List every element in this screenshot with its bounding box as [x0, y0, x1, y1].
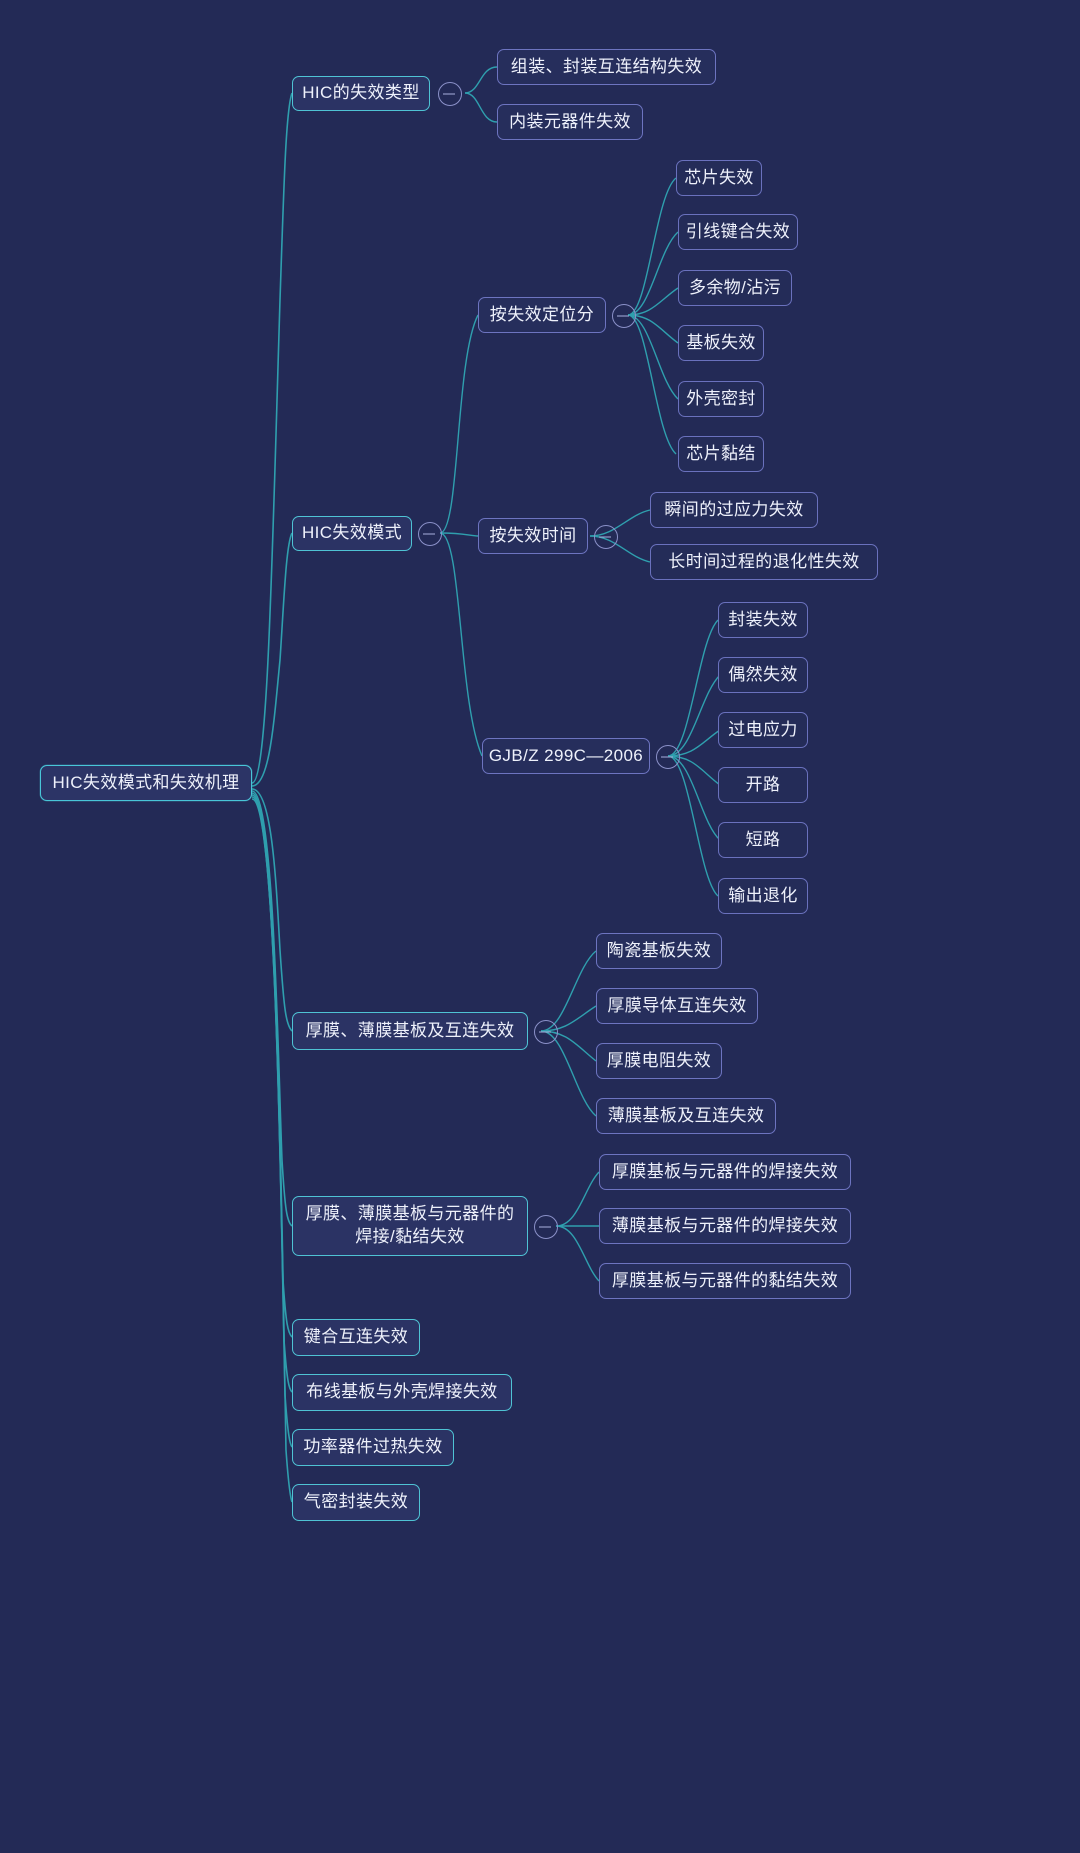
leaf-label: 短路 — [745, 829, 781, 849]
leaf-node[interactable]: 薄膜基板及互连失效 — [596, 1098, 776, 1134]
leaf-node[interactable]: 芯片失效 — [676, 160, 762, 196]
branch-node-hermetic-package-failure[interactable]: 气密封装失效 — [292, 1484, 420, 1521]
leaf-label: 芯片失效 — [684, 167, 754, 187]
leaf-node[interactable]: 基板失效 — [678, 325, 764, 361]
leaf-node[interactable]: 薄膜基板与元器件的焊接失效 — [599, 1208, 851, 1244]
subbranch-node-by-failure-time[interactable]: 按失效时间 — [478, 518, 588, 554]
leaf-label: 封装失效 — [728, 609, 798, 629]
leaf-node[interactable]: 厚膜导体互连失效 — [596, 988, 758, 1024]
leaf-label: 长时间过程的退化性失效 — [668, 551, 860, 571]
leaf-label: 组装、封装互连结构失效 — [510, 56, 703, 76]
branch-node-wiring-substrate-case-solder-failure[interactable]: 布线基板与外壳焊接失效 — [292, 1374, 512, 1411]
branch-label: 厚膜、薄膜基板与元器件的 焊接/黏结失效 — [305, 1204, 515, 1246]
leaf-node[interactable]: 瞬间的过应力失效 — [650, 492, 818, 528]
leaf-node[interactable]: 过电应力 — [718, 712, 808, 748]
leaf-label: 引线键合失效 — [685, 221, 791, 241]
leaf-node[interactable]: 偶然失效 — [718, 657, 808, 693]
branch-label: 布线基板与外壳焊接失效 — [306, 1382, 498, 1402]
leaf-label: 厚膜导体互连失效 — [607, 995, 747, 1015]
root-node[interactable]: HIC失效模式和失效机理 — [40, 765, 252, 801]
branch-node-power-device-overheat-failure[interactable]: 功率器件过热失效 — [292, 1429, 454, 1466]
branch-label: 功率器件过热失效 — [303, 1437, 443, 1457]
collapse-toggle-gjbz-standard[interactable] — [656, 745, 680, 769]
leaf-node[interactable]: 芯片黏结 — [678, 436, 764, 472]
leaf-node[interactable]: 长时间过程的退化性失效 — [650, 544, 878, 580]
leaf-label: 输出退化 — [728, 885, 798, 905]
collapse-toggle-solder-bond-failure[interactable] — [534, 1215, 558, 1239]
root-node-label: HIC失效模式和失效机理 — [52, 772, 240, 792]
leaf-label: 薄膜基板与元器件的焊接失效 — [611, 1215, 839, 1235]
leaf-node[interactable]: 陶瓷基板失效 — [596, 933, 722, 969]
leaf-label: 厚膜基板与元器件的焊接失效 — [611, 1161, 839, 1181]
collapse-toggle-by-failure-location[interactable] — [612, 304, 636, 328]
branch-node-hic-failure-types[interactable]: HIC的失效类型 — [292, 76, 430, 111]
leaf-label: 基板失效 — [686, 332, 756, 352]
collapse-toggle-hic-failure-modes[interactable] — [418, 522, 442, 546]
leaf-label: 偶然失效 — [728, 664, 798, 684]
leaf-node[interactable]: 厚膜基板与元器件的黏结失效 — [599, 1263, 851, 1299]
collapse-toggle-film-substrate-interconnect[interactable] — [534, 1020, 558, 1044]
leaf-label: 芯片黏结 — [686, 443, 756, 463]
leaf-node[interactable]: 组装、封装互连结构失效 — [497, 49, 716, 85]
leaf-node[interactable]: 外壳密封 — [678, 381, 764, 417]
leaf-node[interactable]: 多余物/沾污 — [678, 270, 792, 306]
leaf-node[interactable]: 厚膜电阻失效 — [596, 1043, 722, 1079]
leaf-node[interactable]: 输出退化 — [718, 878, 808, 914]
leaf-label: 多余物/沾污 — [688, 277, 782, 297]
branch-node-hic-failure-modes[interactable]: HIC失效模式 — [292, 516, 412, 551]
subbranch-label: 按失效时间 — [489, 525, 577, 545]
subbranch-label: 按失效定位分 — [489, 304, 595, 324]
leaf-label: 外壳密封 — [686, 388, 756, 408]
leaf-node[interactable]: 内装元器件失效 — [497, 104, 643, 140]
branch-node-bonding-interconnect-failure[interactable]: 键合互连失效 — [292, 1319, 420, 1356]
collapse-toggle-by-failure-time[interactable] — [594, 525, 618, 549]
leaf-label: 过电应力 — [728, 719, 798, 739]
leaf-label: 陶瓷基板失效 — [606, 940, 712, 960]
leaf-label: 内装元器件失效 — [509, 111, 631, 131]
subbranch-node-by-failure-location[interactable]: 按失效定位分 — [478, 297, 606, 333]
leaf-node[interactable]: 封装失效 — [718, 602, 808, 638]
branch-node-film-substrate-interconnect[interactable]: 厚膜、薄膜基板及互连失效 — [292, 1012, 528, 1050]
branch-label: 气密封装失效 — [303, 1492, 409, 1512]
branch-label: 键合互连失效 — [303, 1327, 409, 1347]
branch-label: HIC的失效类型 — [302, 83, 420, 103]
leaf-node[interactable]: 短路 — [718, 822, 808, 858]
branch-node-solder-bond-failure[interactable]: 厚膜、薄膜基板与元器件的 焊接/黏结失效 — [292, 1196, 528, 1256]
branch-label: HIC失效模式 — [301, 523, 403, 543]
leaf-label: 瞬间的过应力失效 — [664, 499, 804, 519]
leaf-node[interactable]: 厚膜基板与元器件的焊接失效 — [599, 1154, 851, 1190]
collapse-toggle-hic-failure-types[interactable] — [438, 82, 462, 106]
leaf-node[interactable]: 开路 — [718, 767, 808, 803]
subbranch-node-gjbz-standard[interactable]: GJB/Z 299C—2006 — [482, 738, 650, 774]
leaf-label: 厚膜基板与元器件的黏结失效 — [611, 1270, 839, 1290]
leaf-label: 开路 — [745, 774, 781, 794]
leaf-node[interactable]: 引线键合失效 — [678, 214, 798, 250]
leaf-label: 厚膜电阻失效 — [606, 1050, 712, 1070]
leaf-label: 薄膜基板及互连失效 — [607, 1105, 765, 1125]
branch-label: 厚膜、薄膜基板及互连失效 — [305, 1020, 515, 1040]
subbranch-label: GJB/Z 299C—2006 — [488, 745, 644, 765]
